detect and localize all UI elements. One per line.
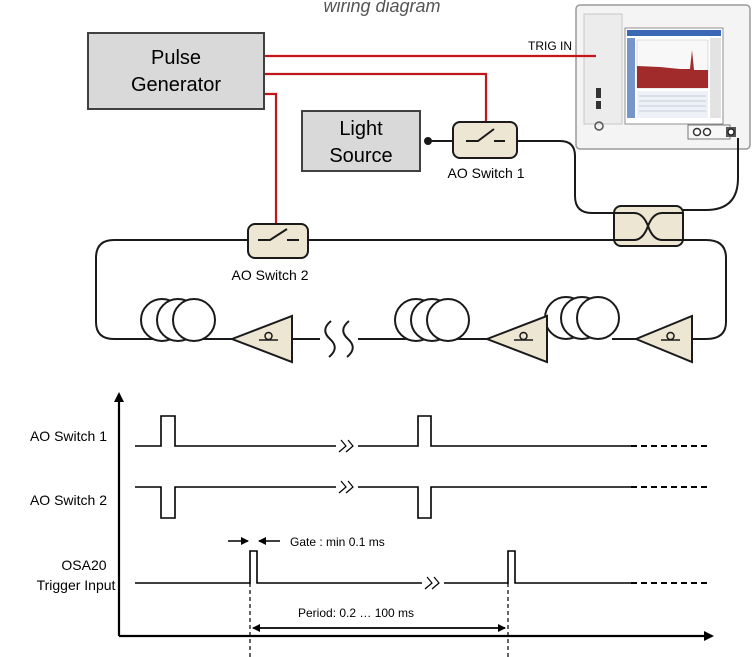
fiber-spool-3 [545,297,619,339]
timing-axes [119,394,712,636]
gate-label: Gate : min 0.1 ms [290,535,385,549]
fiber-spool-2 [395,299,469,341]
amplifier-3 [636,316,692,362]
ao-switch-2-control-wire [247,94,276,226]
ao-switch-2 [248,224,308,258]
trig-in-label: TRIG IN [528,39,572,53]
optical-input-icon [728,129,734,135]
ao-switch-1 [453,122,517,158]
light-source: Light Source [302,111,420,171]
amplifier-1 [232,316,292,362]
ao-switch-2-label: AO Switch 2 [231,267,308,283]
fiber-coupler [614,206,683,246]
timing-label-osa20-line1: OSA20 [61,557,106,573]
light-source-label-line1: Light [339,118,383,140]
osa-screen [625,28,723,124]
fiber-spool-1 [141,299,215,341]
fiber-break-icon [325,321,353,357]
waveform-ao-switch-1 [135,416,707,452]
waveform-ao-switch-2 [135,481,707,518]
pulse-generator: Pulse Generator [88,33,264,109]
waveform-osa20-trigger [135,551,707,589]
ao-switch-1-label: AO Switch 1 [447,165,524,181]
osa-instrument [576,5,750,149]
connector-icon [704,129,711,136]
timing-label-ao-switch-1: AO Switch 1 [30,428,107,444]
top-caption-cropped: wiring diagram [323,0,440,16]
period-label: Period: 0.2 … 100 ms [298,606,414,620]
period-marker [250,583,508,657]
timing-label-ao-switch-2: AO Switch 2 [30,492,107,508]
pulse-generator-label-line2: Generator [131,74,221,96]
timing-label-osa20-line2: Trigger Input [37,577,116,593]
amplifier-2 [487,316,547,362]
light-source-label-line2: Source [329,145,392,167]
pulse-generator-label-line1: Pulse [151,47,201,69]
connector-icon [694,129,701,136]
